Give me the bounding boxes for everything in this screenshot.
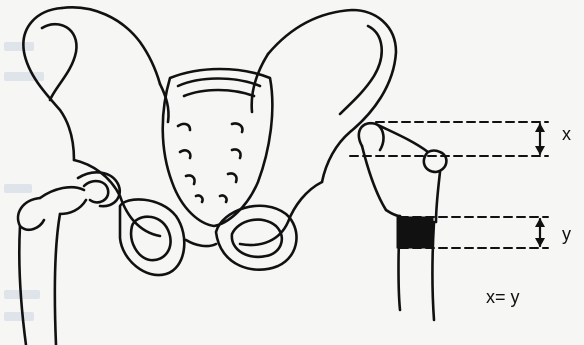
right-femur-lateral [436,172,440,222]
arrowhead-y-bottom [535,238,545,247]
arrowhead-x-bottom [535,146,545,155]
left-ilium [23,8,74,160]
left-femoral-head [84,181,108,202]
right-obturator-outer [216,206,296,270]
sacral-foramen [232,149,241,158]
sacral-foramen [228,173,237,182]
sacral-foramen [220,195,227,202]
sacral-foramen [180,150,190,158]
sacral-foramen [178,124,190,130]
sacral-foramen [232,123,242,132]
right-femur-medial [386,210,400,216]
right-ilium-inner [340,26,382,114]
left-femur-lesser [60,200,86,214]
arrowhead-x-top [535,123,545,132]
sacral-foramen [186,175,195,184]
pubic-symphysis [186,240,216,246]
left-femur-shaft-outer [19,226,26,345]
left-femur-shaft-inner [55,214,60,345]
shaded-cortex-block [397,217,433,248]
right-greater-trochanter [424,151,447,173]
sacral-foramen [196,195,203,202]
left-obturator-outer [120,199,184,275]
label-equation: x= y [486,288,520,306]
left-femur-neck [40,187,84,198]
left-ilium-inner [42,24,76,100]
sacrum-promontory [178,79,260,87]
left-greater-trochanter [18,198,44,230]
arrowhead-y-top [535,218,545,227]
sacrum-promontory-inner [184,90,254,96]
label-x: x [562,125,571,143]
sacrum-outline [163,69,273,226]
label-y: y [562,225,571,243]
